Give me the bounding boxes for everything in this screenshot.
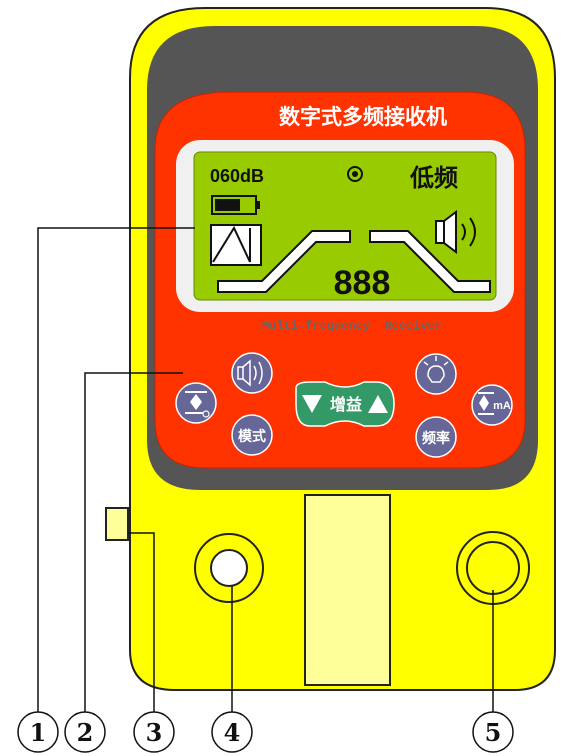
probe-window xyxy=(304,494,391,686)
gain-down-icon xyxy=(302,395,322,413)
mode-button-label: 模式 xyxy=(238,428,266,445)
signal-shape-icon xyxy=(210,224,262,266)
lcd-speaker-icon xyxy=(435,210,476,254)
current-button[interactable]: mA xyxy=(471,384,513,426)
callout-2: 2 xyxy=(64,711,106,753)
mode-button[interactable]: 模式 xyxy=(231,414,273,456)
device-title: 数字式多频接收机 xyxy=(279,104,447,129)
light-button[interactable] xyxy=(415,353,457,395)
callout-4: 4 xyxy=(211,711,253,753)
callout-1-label: 1 xyxy=(30,718,47,747)
left-signal-bar xyxy=(217,230,351,293)
side-switch[interactable] xyxy=(105,507,129,541)
backlight-icon xyxy=(423,356,449,383)
speaker-icon xyxy=(237,359,263,387)
callout-1: 1 xyxy=(17,711,59,753)
right-signal-bar xyxy=(369,230,491,293)
speaker-button[interactable] xyxy=(231,352,273,394)
current-label: mA xyxy=(493,400,511,412)
depth-button[interactable] xyxy=(175,382,217,424)
mode-text: 低频 xyxy=(409,163,458,192)
callout-5-label: 5 xyxy=(485,718,502,747)
indicator-ring-icon xyxy=(347,166,363,182)
gain-button[interactable]: 增益 xyxy=(295,381,395,427)
callout-lines xyxy=(37,227,494,712)
depth-icon xyxy=(185,391,210,418)
gain-label: 增益 xyxy=(330,395,362,414)
callout-4-label: 4 xyxy=(224,718,241,747)
frequency-button-label: 频率 xyxy=(422,430,450,447)
callout-2-label: 2 xyxy=(77,718,94,747)
current-icon xyxy=(478,392,494,415)
db-reading: 060dB xyxy=(210,166,264,186)
callout-5: 5 xyxy=(472,711,514,753)
battery-icon xyxy=(211,195,260,215)
frequency-button[interactable]: 频率 xyxy=(415,416,457,458)
callout-3: 3 xyxy=(133,711,175,753)
digit-display: 888 xyxy=(334,264,391,302)
callout-3-label: 3 xyxy=(146,718,163,747)
device-subtitle: Multi-frequency Receiver xyxy=(262,319,442,333)
indicator-dot xyxy=(352,171,358,177)
gain-up-icon xyxy=(368,395,388,413)
lcd-screen xyxy=(193,151,497,301)
left-socket[interactable] xyxy=(194,533,264,603)
